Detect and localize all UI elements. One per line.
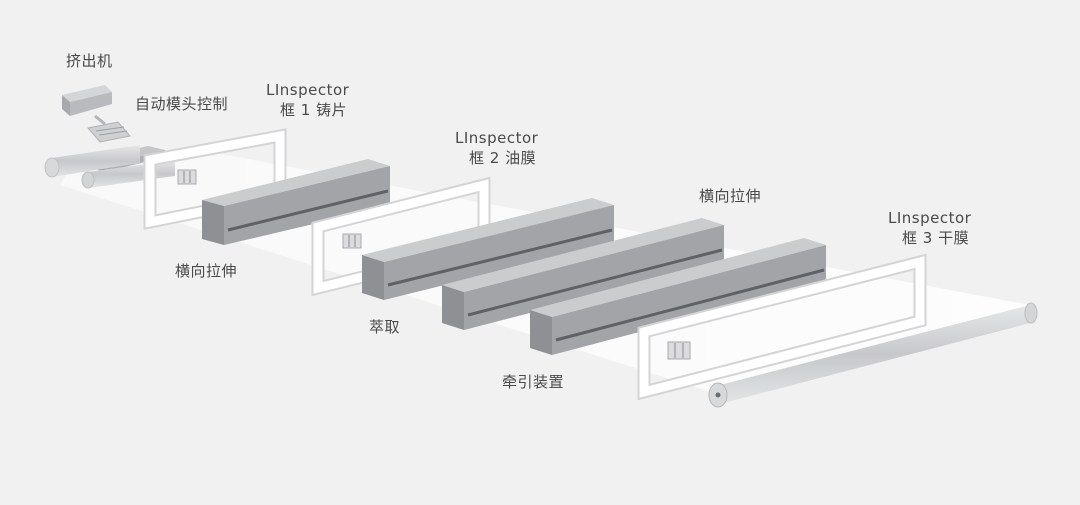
extruder xyxy=(62,85,112,116)
label-inspector-2: LInspector 框 2 油膜 xyxy=(455,128,538,168)
label-extruder: 挤出机 xyxy=(66,52,113,70)
label-transverse-stretch-2: 横向拉伸 xyxy=(699,187,762,205)
inspector-2-position: 框 2 油膜 xyxy=(469,149,537,167)
inspector-1-position: 框 1 铸片 xyxy=(280,101,348,119)
label-inspector-1: LInspector 框 1 铸片 xyxy=(266,80,349,120)
label-inspector-3: LInspector 框 3 干膜 xyxy=(888,208,971,248)
haul-off-unit xyxy=(530,238,826,355)
inspector-3-product: LInspector xyxy=(888,209,972,227)
inspector-1-product: LInspector xyxy=(266,81,350,99)
label-extraction: 萃取 xyxy=(369,318,401,336)
oven-extraction xyxy=(362,198,614,300)
inspector-3-position: 框 3 干膜 xyxy=(902,229,970,247)
take-up-roller xyxy=(708,302,1038,408)
oven-transverse-stretch-2 xyxy=(442,218,724,330)
oven-transverse-stretch-1 xyxy=(202,159,390,245)
label-auto-die-control: 自动模头控制 xyxy=(135,95,229,113)
label-transverse-stretch-1: 横向拉伸 xyxy=(175,262,238,280)
camera-2 xyxy=(342,233,362,249)
camera-1 xyxy=(177,169,197,185)
camera-3 xyxy=(667,341,691,360)
inspector-2-product: LInspector xyxy=(455,129,539,147)
inspection-frame-3 xyxy=(637,253,927,401)
label-haul-off: 牵引装置 xyxy=(502,373,565,391)
